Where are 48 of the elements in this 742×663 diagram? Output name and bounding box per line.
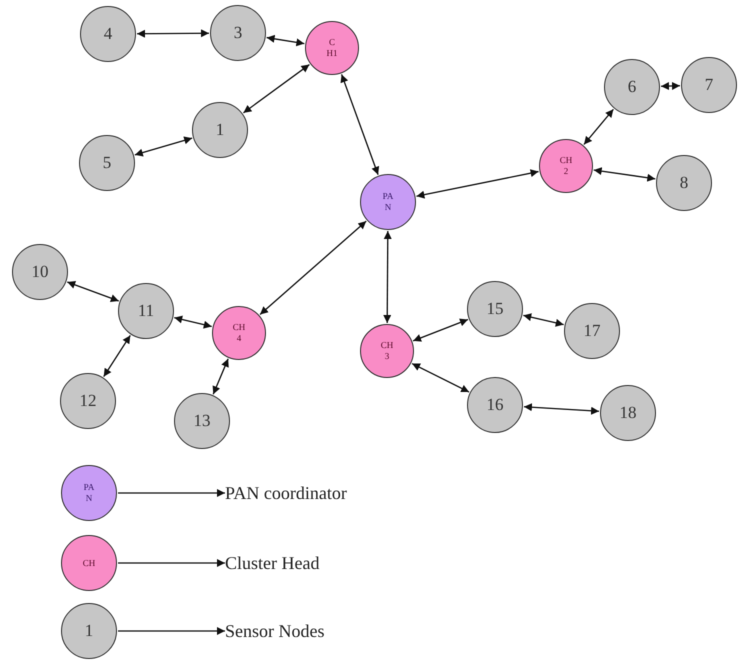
node-label: 6 <box>628 76 636 98</box>
node-label: 4 <box>104 23 112 46</box>
node-label: 12 <box>80 390 96 412</box>
double-arrow <box>134 136 192 156</box>
double-arrow <box>243 64 310 114</box>
node-label: C H1 <box>326 37 338 59</box>
node-label: 1 <box>84 620 94 642</box>
double-arrow <box>118 489 225 497</box>
double-arrow <box>660 82 680 90</box>
description-text: Cluster Head <box>225 552 320 574</box>
double-arrow <box>266 34 304 46</box>
double-arrow <box>523 313 564 327</box>
double-arrow <box>137 29 209 38</box>
double-arrow <box>412 318 468 342</box>
double-arrow <box>67 281 119 302</box>
double-arrow <box>212 358 229 395</box>
double-arrow <box>340 74 380 175</box>
node-label: PA N <box>82 482 96 504</box>
double-arrow <box>524 403 600 415</box>
node-label: 10 <box>32 261 48 284</box>
node-label: CH 4 <box>232 322 246 344</box>
node-label: 13 <box>194 410 210 432</box>
double-arrow <box>260 220 367 315</box>
double-arrow <box>118 627 225 635</box>
description-text: Sensor Nodes <box>225 620 324 642</box>
description-text: PAN coordinator <box>225 482 347 504</box>
double-arrow <box>583 108 614 145</box>
double-arrow <box>103 335 131 377</box>
node-label: CH <box>82 558 96 568</box>
double-arrow <box>416 169 539 199</box>
double-arrow <box>412 362 470 393</box>
double-arrow <box>594 167 656 182</box>
node-label: CH 2 <box>559 155 573 177</box>
node-label: 3 <box>234 22 242 44</box>
node-label: 8 <box>680 172 688 194</box>
double-arrow <box>118 559 225 567</box>
double-arrow <box>174 316 212 329</box>
node-label: 17 <box>584 320 600 342</box>
node-label: 1 <box>216 119 224 142</box>
node-label: 15 <box>486 298 504 320</box>
node-label: 16 <box>486 394 504 416</box>
node-label: 5 <box>102 152 112 174</box>
double-arrow <box>383 231 392 323</box>
node-label: 7 <box>704 74 714 96</box>
node-label: CH 3 <box>380 340 394 362</box>
node-label: 11 <box>138 300 154 322</box>
node-label: 18 <box>620 402 636 424</box>
node-label: PA N <box>382 191 394 213</box>
